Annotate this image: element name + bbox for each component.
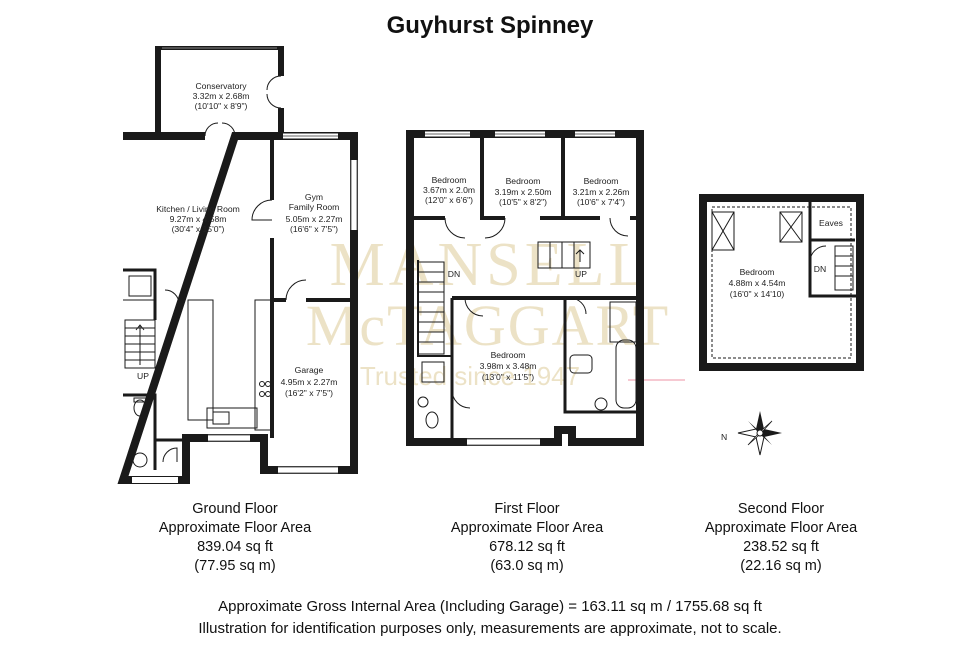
floor-area-sqft: 238.52 sq ft <box>743 539 819 555</box>
floor-name: First Floor <box>494 501 560 517</box>
bed4-metric: 3.98m x 3.48m <box>480 361 537 371</box>
first-floor-plan <box>406 130 644 446</box>
bed2-name: Bedroom <box>506 176 541 186</box>
bed3-imperial: (10'6" x 7'4") <box>577 197 625 207</box>
compass-north-label: N <box>721 432 727 442</box>
plan-title: Guyhurst Spinney <box>386 12 594 39</box>
gym-name: Gym <box>305 192 323 202</box>
gross-area-note: Approximate Gross Internal Area (Includi… <box>218 598 762 615</box>
bed3-metric: 3.21m x 2.26m <box>573 187 630 197</box>
floor-area-label: Approximate Floor Area <box>158 520 312 536</box>
eaves-name: Eaves <box>819 218 843 228</box>
second-floor-plan <box>699 194 864 371</box>
kitchen-metric: 9.27m x 4.58m <box>170 214 227 224</box>
gym-name-2: Family Room <box>289 202 340 212</box>
watermark: MANSELL McTAGGART Trusted since 1947 <box>306 231 685 391</box>
second-floor-caption: Second Floor Approximate Floor Area 238.… <box>676 500 886 576</box>
floor-area-sqm: (63.0 sq m) <box>490 558 564 574</box>
conservatory-imperial: (10'10" x 8'9") <box>195 101 248 111</box>
gym-metric: 5.05m x 2.27m <box>286 214 343 224</box>
watermark-tagline: Trusted since 1947 <box>360 361 580 391</box>
bed4-imperial: (13'0" x 11'5") <box>482 372 534 382</box>
floor-area-sqm: (77.95 sq m) <box>194 558 276 574</box>
floor-area-sqft: 678.12 sq ft <box>489 539 565 555</box>
kitchen-imperial: (30'4" x 15'0") <box>172 224 225 234</box>
floor-area-label: Approximate Floor Area <box>704 520 858 536</box>
bed3-name: Bedroom <box>584 176 619 186</box>
bed4-name: Bedroom <box>491 350 526 360</box>
ground-floor-caption: Ground Floor Approximate Floor Area 839.… <box>130 500 340 576</box>
floor-area-sqm: (22.16 sq m) <box>740 558 822 574</box>
ground-floor-plan <box>117 46 358 484</box>
first-floor-caption: First Floor Approximate Floor Area 678.1… <box>422 500 632 576</box>
room-labels: Conservatory 3.32m x 2.68m (10'10" x 8'9… <box>137 81 843 398</box>
first-stairs-down-label: DN <box>448 269 460 279</box>
kitchen-name: Kitchen / Living Room <box>156 204 240 214</box>
garage-imperial: (16'2" x 7'5") <box>285 388 333 398</box>
bed5-imperial: (16'0" x 14'10) <box>730 289 785 299</box>
floor-area-sqft: 839.04 sq ft <box>197 539 273 555</box>
gym-imperial: (16'6" x 7'5") <box>290 224 338 234</box>
bed2-imperial: (10'5" x 8'2") <box>499 197 547 207</box>
conservatory-metric: 3.32m x 2.68m <box>193 91 250 101</box>
watermark-line2: McTAGGART <box>306 293 670 358</box>
floor-name: Ground Floor <box>192 501 278 517</box>
bed5-metric: 4.88m x 4.54m <box>729 278 786 288</box>
first-stairs-up-label: UP <box>575 269 587 279</box>
compass-rose-icon <box>737 411 782 456</box>
bed2-metric: 3.19m x 2.50m <box>495 187 552 197</box>
second-stairs-down-label: DN <box>814 264 826 274</box>
watermark-line1: MANSELL <box>330 231 651 299</box>
garage-metric: 4.95m x 2.27m <box>281 377 338 387</box>
conservatory-name: Conservatory <box>195 81 247 91</box>
bed1-imperial: (12'0" x 6'6") <box>425 195 473 205</box>
garage-name: Garage <box>295 365 324 375</box>
floor-area-label: Approximate Floor Area <box>450 520 604 536</box>
disclaimer-note: Illustration for identification purposes… <box>198 620 782 637</box>
bed5-name: Bedroom <box>740 267 775 277</box>
bed1-name: Bedroom <box>432 175 467 185</box>
ground-stairs-up-label: UP <box>137 371 149 381</box>
floor-name: Second Floor <box>737 501 825 517</box>
bed1-metric: 3.67m x 2.0m <box>423 185 475 195</box>
